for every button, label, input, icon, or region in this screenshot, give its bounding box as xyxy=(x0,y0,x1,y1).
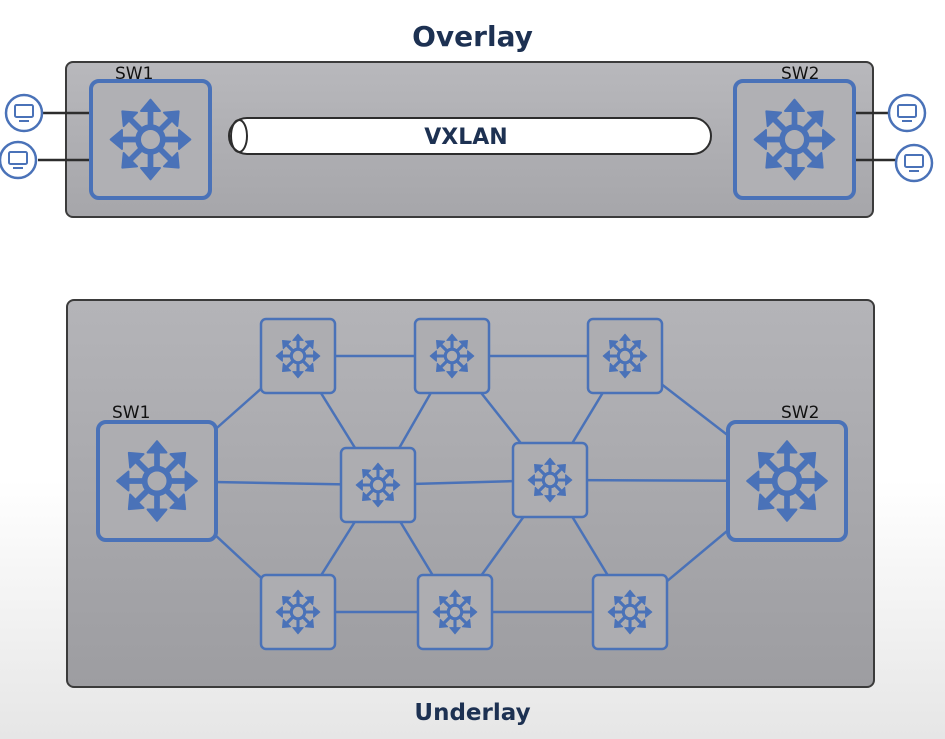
underlay-title: Underlay xyxy=(414,700,531,726)
underlay-sw1-label: SW1 xyxy=(112,403,150,423)
host-monitor-icon xyxy=(0,140,38,180)
overlay-sw1 xyxy=(89,79,212,200)
underlay-switch-mid-2 xyxy=(511,441,589,519)
host-monitor-icon xyxy=(4,93,44,133)
host-monitor-icon xyxy=(894,143,934,183)
underlay-switch-bot-2 xyxy=(416,573,494,651)
underlay-switch-top-1 xyxy=(259,317,337,395)
underlay-sw2-label: SW2 xyxy=(781,403,819,423)
underlay-nodes xyxy=(96,317,848,651)
underlay-switch-sw1 xyxy=(96,420,218,542)
overlay-title: Overlay xyxy=(412,20,533,53)
underlay-switch-top-3 xyxy=(586,317,664,395)
host-monitor-icon xyxy=(887,93,927,133)
underlay-switch-bot-1 xyxy=(259,573,337,651)
overlay-sw2 xyxy=(733,79,856,200)
underlay-switch-sw2 xyxy=(726,420,848,542)
underlay-switch-bot-3 xyxy=(591,573,669,651)
host-links xyxy=(38,111,898,162)
overlay-sw2-label: SW2 xyxy=(781,64,819,84)
underlay-switch-top-2 xyxy=(413,317,491,395)
overlay-sw1-label: SW1 xyxy=(115,64,153,84)
underlay-links xyxy=(156,354,788,614)
vxlan-label: VXLAN xyxy=(424,125,507,150)
vxlan-tunnel: VXLAN xyxy=(228,117,712,155)
underlay-switch-mid-1 xyxy=(339,446,417,524)
